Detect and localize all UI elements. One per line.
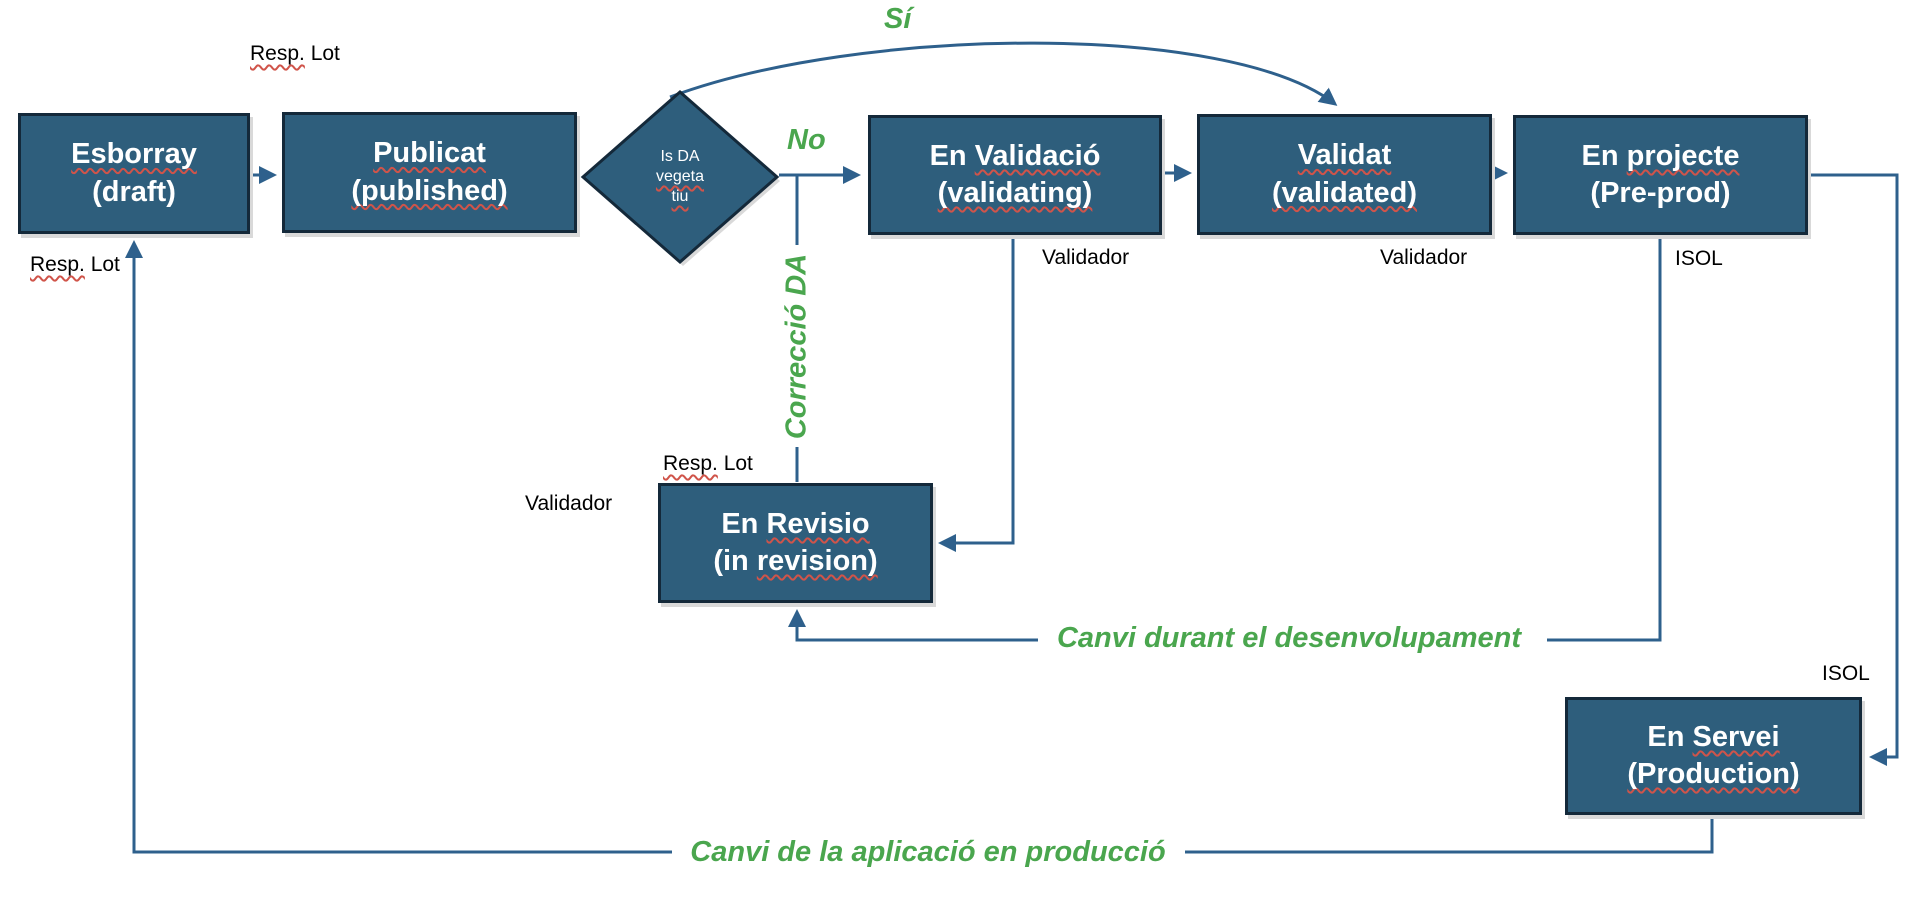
- decision-line1: Is DA: [660, 148, 700, 165]
- connector-servei-esborray-left-segment: [125, 240, 672, 854]
- label-resp-lot-left: Resp. Lot: [30, 253, 120, 276]
- state-validacio: En Validació (validating): [868, 115, 1162, 235]
- label-transition-canvi-desenvolupament: Canvi durant el desenvolupament: [1056, 622, 1522, 654]
- connector-projecte-revisio-left-segment: [788, 609, 1038, 642]
- state-validacio-subtitle: (validating): [937, 177, 1093, 209]
- decision-line2: vegeta: [655, 168, 705, 185]
- connector-projecte-servei: [1808, 173, 1899, 766]
- state-revisio-subtitle: (in revision): [713, 545, 878, 577]
- state-publicat: Publicat (published): [282, 112, 577, 233]
- state-servei-title: En Servei: [1647, 720, 1780, 753]
- connector-decision-validat-si-curve: [669, 41, 1338, 106]
- connector-projecte-revisio-right-segment: [1547, 236, 1662, 642]
- state-projecte: En projecte (Pre-prod): [1513, 115, 1808, 235]
- label-validador-validat: Validador: [1380, 246, 1468, 269]
- decision-line3: tiu: [671, 188, 689, 205]
- decision-diamond-text: Is DA vegeta tiu: [610, 128, 750, 226]
- connector-servei-esborray-right-segment: [1185, 816, 1714, 854]
- state-validat: Validat (validated): [1197, 114, 1492, 235]
- connector-validacio-revisio: [938, 236, 1015, 552]
- state-revisio-title: En Revisio: [721, 507, 870, 540]
- state-esborray-subtitle: (draft): [92, 175, 176, 208]
- state-validacio-title: En Validació: [929, 139, 1101, 172]
- state-publicat-title: Publicat: [373, 137, 486, 170]
- label-validador-validacio: Validador: [1042, 246, 1130, 269]
- state-esborray-title: Esborray: [71, 138, 197, 171]
- label-resp-lot-top: Resp. Lot: [250, 42, 340, 65]
- label-validador-revisio: Validador: [525, 492, 613, 515]
- state-servei-subtitle: (Production): [1627, 758, 1800, 790]
- state-validat-subtitle: (validated): [1271, 176, 1418, 209]
- state-revisio: En Revisio (in revision): [658, 483, 933, 603]
- state-servei: En Servei (Production): [1565, 697, 1862, 815]
- label-transition-correccio-da: Correcció DA: [780, 253, 813, 440]
- state-validat-title: Validat: [1297, 139, 1392, 172]
- decision-diamond: [580, 90, 780, 264]
- label-transition-canvi-produccio: Canvi de la aplicació en producció: [690, 836, 1166, 868]
- label-isol-projecte: ISOL: [1675, 247, 1723, 270]
- state-publicat-subtitle: (published): [351, 174, 508, 207]
- state-projecte-subtitle: (Pre-prod): [1590, 177, 1731, 209]
- state-esborray: Esborray (draft): [18, 113, 250, 234]
- label-transition-si: Sí: [884, 3, 912, 35]
- label-transition-no: No: [787, 124, 826, 156]
- label-resp-lot-revisio: Resp. Lot: [663, 452, 753, 475]
- state-projecte-title: En projecte: [1581, 139, 1740, 172]
- label-isol-servei: ISOL: [1822, 662, 1870, 685]
